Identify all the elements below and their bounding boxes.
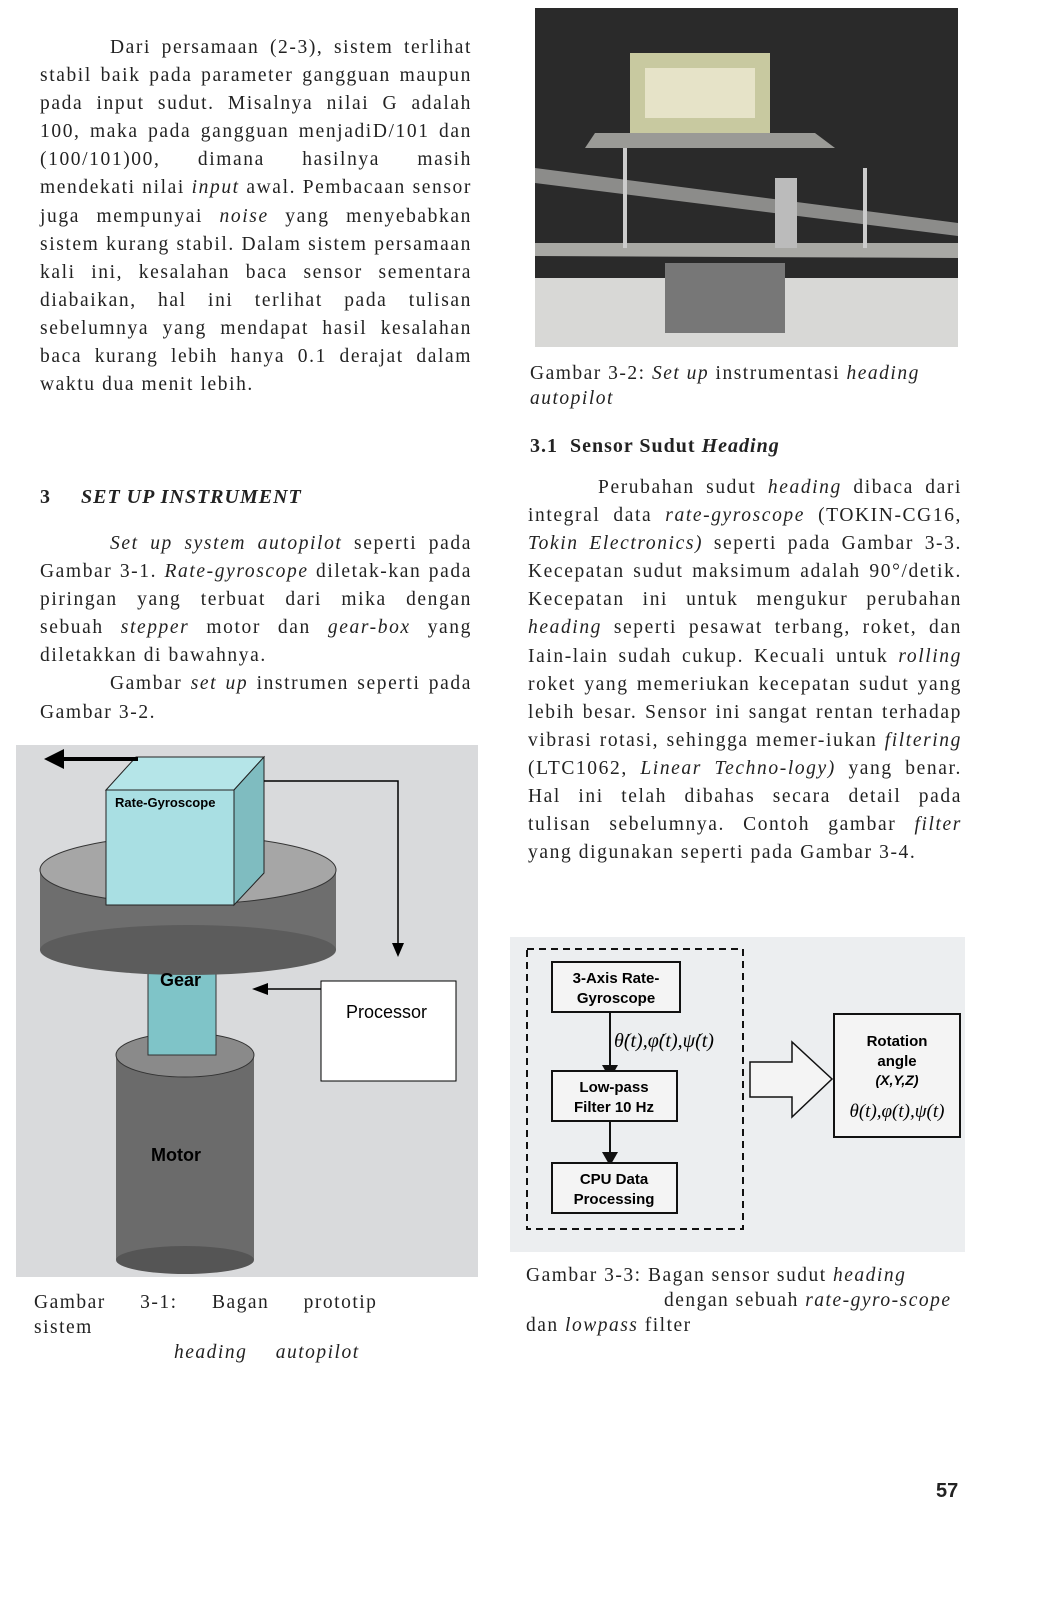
section-heading-3: 3 SET UP INSTRUMENT — [40, 486, 302, 508]
block-cpu-line1: CPU Data — [580, 1171, 649, 1188]
output-line1: Rotation — [867, 1033, 928, 1050]
label-motor: Motor — [151, 1145, 201, 1165]
section-heading-3-1: 3.1 Sensor Sudut Heading — [530, 435, 780, 457]
block-lowpass-line2: Filter 10 Hz — [574, 1099, 654, 1116]
paragraph-setup: Set up system autopilot seperti pada Gam… — [40, 533, 473, 723]
paragraph-heading-sensor: Perubahan sudut heading dibaca dari inte… — [528, 477, 963, 864]
page-number: 57 — [936, 1480, 959, 1502]
label-processor: Processor — [346, 1002, 427, 1022]
paragraph-stability: Dari persamaan (2-3), sistem terlihat st… — [40, 37, 472, 396]
figure-3-1-prototype-diagram: Rate-Gyroscope Gear Processor Motor — [16, 745, 478, 1277]
label-gear: Gear — [160, 970, 201, 990]
block-lowpass-line1: Low-pass — [579, 1079, 648, 1096]
output-line3: (X,Y,Z) — [875, 1072, 918, 1088]
output-line2: angle — [877, 1053, 916, 1070]
label-rate-gyroscope: Rate-Gyroscope — [115, 795, 215, 810]
block-gyro-line1: 3-Axis Rate- — [573, 970, 660, 987]
figure-3-3-block-diagram: 3-Axis Rate- Gyroscope θ̇(t),φ̇(t),ψ̇(t)… — [510, 937, 965, 1252]
label-rates: θ̇(t),φ̇(t),ψ̇(t) — [614, 1030, 714, 1052]
figure-3-2-caption: Gambar 3-2: Set up instrumentasi heading… — [530, 363, 920, 409]
block-gyro-line2: Gyroscope — [577, 990, 655, 1007]
block-cpu-line2: Processing — [574, 1191, 655, 1208]
label-angles: θ(t),φ(t),ψ(t) — [850, 1101, 945, 1122]
figure-3-2-photo — [535, 8, 958, 347]
